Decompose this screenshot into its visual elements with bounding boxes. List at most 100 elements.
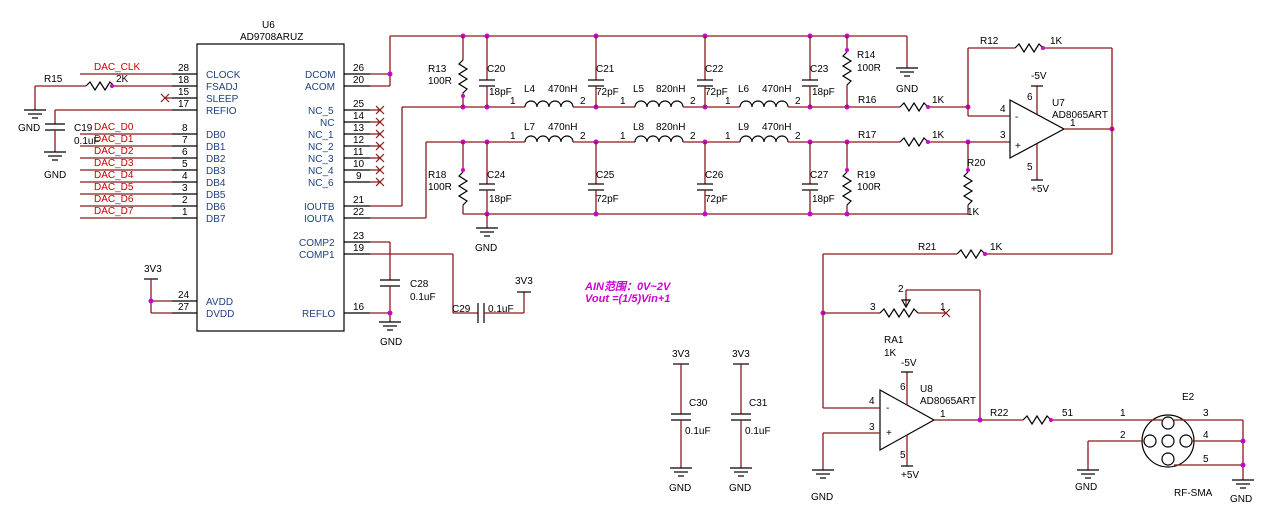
u6-pin-name: DB4 [206, 178, 226, 189]
r15-ref: R15 [44, 74, 63, 85]
svg-text:2: 2 [795, 96, 801, 107]
svg-text:-: - [886, 403, 889, 414]
c31-value: 0.1uF [745, 426, 771, 437]
svg-text:1: 1 [620, 131, 626, 142]
u6-pin-name: NC_5 [308, 106, 334, 117]
gnd-label: GND [729, 483, 751, 494]
r18-value: 100R [428, 182, 452, 193]
u6-pin-name: CLOCK [206, 70, 241, 81]
ra1-potentiometer: 3 2 1 RA1 1K [823, 284, 981, 420]
c21-value: 72pF [596, 87, 619, 98]
u6-pin-num: 24 [178, 290, 190, 301]
gnd-label: GND [669, 483, 691, 494]
c22-value: 72pF [705, 87, 728, 98]
u7-vpos: +5V [1031, 184, 1049, 195]
u6-pin-num: 21 [353, 195, 365, 206]
e2-rf-sma: GND 2 GND 3 4 5 E2 RF-SMA [1075, 392, 1254, 505]
svg-text:3: 3 [870, 302, 876, 313]
r19-value: 100R [857, 182, 881, 193]
comp-network: GND C28 0.1uF 3V3 C29 0.1uF [370, 241, 533, 348]
u6-pin-name: AVDD [206, 297, 233, 308]
c31-capacitor: 3V3 GND C31 0.1uF [729, 349, 771, 494]
design-note: AIN范围：0V~2V Vout =(1/5)Vin+1 [584, 280, 672, 305]
u6-pin-name: DB1 [206, 142, 226, 153]
r21-ref: R21 [918, 242, 937, 253]
u6-pin-name: IOUTB [304, 202, 335, 213]
c21-ref: C21 [596, 64, 615, 75]
u6-pin-name: DB2 [206, 154, 226, 165]
u6-pin-num: 22 [353, 207, 365, 218]
u6-pin-name: NC_3 [308, 154, 334, 165]
u6-pin-name: DVDD [206, 309, 234, 320]
r15-value: 2K [116, 74, 129, 85]
c28-ref: C28 [410, 279, 429, 290]
gnd-label: GND [1230, 494, 1252, 505]
u6-pin-name: NC_1 [308, 130, 334, 141]
u6-pin-name: REFLO [302, 309, 336, 320]
svg-text:2: 2 [690, 131, 696, 142]
net-label-dac-d3: DAC_D3 [94, 158, 134, 169]
r21-resistor: R21 1K [820, 242, 1112, 408]
l8-value: 820nH [656, 122, 685, 133]
c31-ref: C31 [749, 398, 768, 409]
u6-pin-num: 16 [353, 302, 365, 313]
u6-pin-num: 7 [182, 135, 188, 146]
svg-text:5: 5 [1027, 162, 1033, 173]
u7-opamp: - + 4 3 1 -5V 6 +5V 5 U7 AD8065ART [967, 48, 1115, 195]
svg-text:1: 1 [1070, 118, 1076, 129]
u6-pin-num: 18 [178, 75, 190, 86]
u6-pin-num: 5 [182, 159, 188, 170]
c25-value: 72pF [596, 194, 619, 205]
c28-value: 0.1uF [410, 292, 436, 303]
c19-capacitor: C19 0.1uF GND [44, 109, 172, 181]
u6-pin-num: 1 [182, 207, 188, 218]
svg-text:2: 2 [1120, 430, 1126, 441]
u6-pin-name: NC [320, 118, 334, 129]
l5-ref: L5 [633, 84, 645, 95]
l7-value: 470nH [548, 122, 577, 133]
svg-text:6: 6 [900, 382, 906, 393]
dcom-acom-net: GND [370, 35, 918, 95]
svg-text:4: 4 [1000, 104, 1006, 115]
r13-ref: R13 [428, 64, 447, 75]
u6-pin-name: NC_6 [308, 178, 334, 189]
u6-pin-name: DB6 [206, 202, 226, 213]
r17-value: 1K [932, 130, 945, 141]
svg-text:1: 1 [725, 96, 731, 107]
l8-ref: L8 [633, 122, 645, 133]
r18-ref: R18 [428, 170, 447, 181]
svg-text:1: 1 [510, 96, 516, 107]
svg-text:3: 3 [1203, 408, 1209, 419]
ra1-ref: RA1 [884, 335, 904, 346]
svg-text:2: 2 [580, 96, 586, 107]
r12-feedback: R12 1K [968, 36, 1113, 254]
net-label-dac-d6: DAC_D6 [94, 194, 134, 205]
svg-text:-: - [1015, 112, 1018, 123]
filter-bottom: R18 100R C24 18pF 1 2 L7 470nH C25 72pF … [370, 122, 1010, 254]
svg-text:6: 6 [1027, 92, 1033, 103]
svg-text:5: 5 [900, 450, 906, 461]
u6-part: AD9708ARUZ [240, 32, 303, 43]
u6-ref: U6 [262, 20, 275, 31]
svg-text:2: 2 [795, 131, 801, 142]
net-label-dac-d1: DAC_D1 [94, 134, 134, 145]
l4-ref: L4 [524, 84, 536, 95]
c26-value: 72pF [705, 194, 728, 205]
u8-ref: U8 [920, 384, 933, 395]
e2-part: RF-SMA [1174, 488, 1213, 499]
u6-right-pins [344, 73, 370, 314]
c27-value: 18pF [812, 194, 835, 205]
c29-ref: C29 [452, 304, 471, 315]
svg-text:1: 1 [620, 96, 626, 107]
c20-ref: C20 [487, 64, 506, 75]
u6-right-pin-labels: 26 DCOM 20 ACOM 25 NC_5 14 NC 13 NC_1 12… [299, 63, 365, 320]
v33-label: 3V3 [144, 264, 162, 275]
gnd-label: GND [896, 84, 918, 95]
l6-ref: L6 [738, 84, 750, 95]
c23-ref: C23 [810, 64, 829, 75]
u6-pin-num: 26 [353, 63, 365, 74]
u6-pin-name: DB0 [206, 130, 226, 141]
c30-value: 0.1uF [685, 426, 711, 437]
l9-value: 470nH [762, 122, 791, 133]
u6-pin-num: 17 [178, 99, 190, 110]
